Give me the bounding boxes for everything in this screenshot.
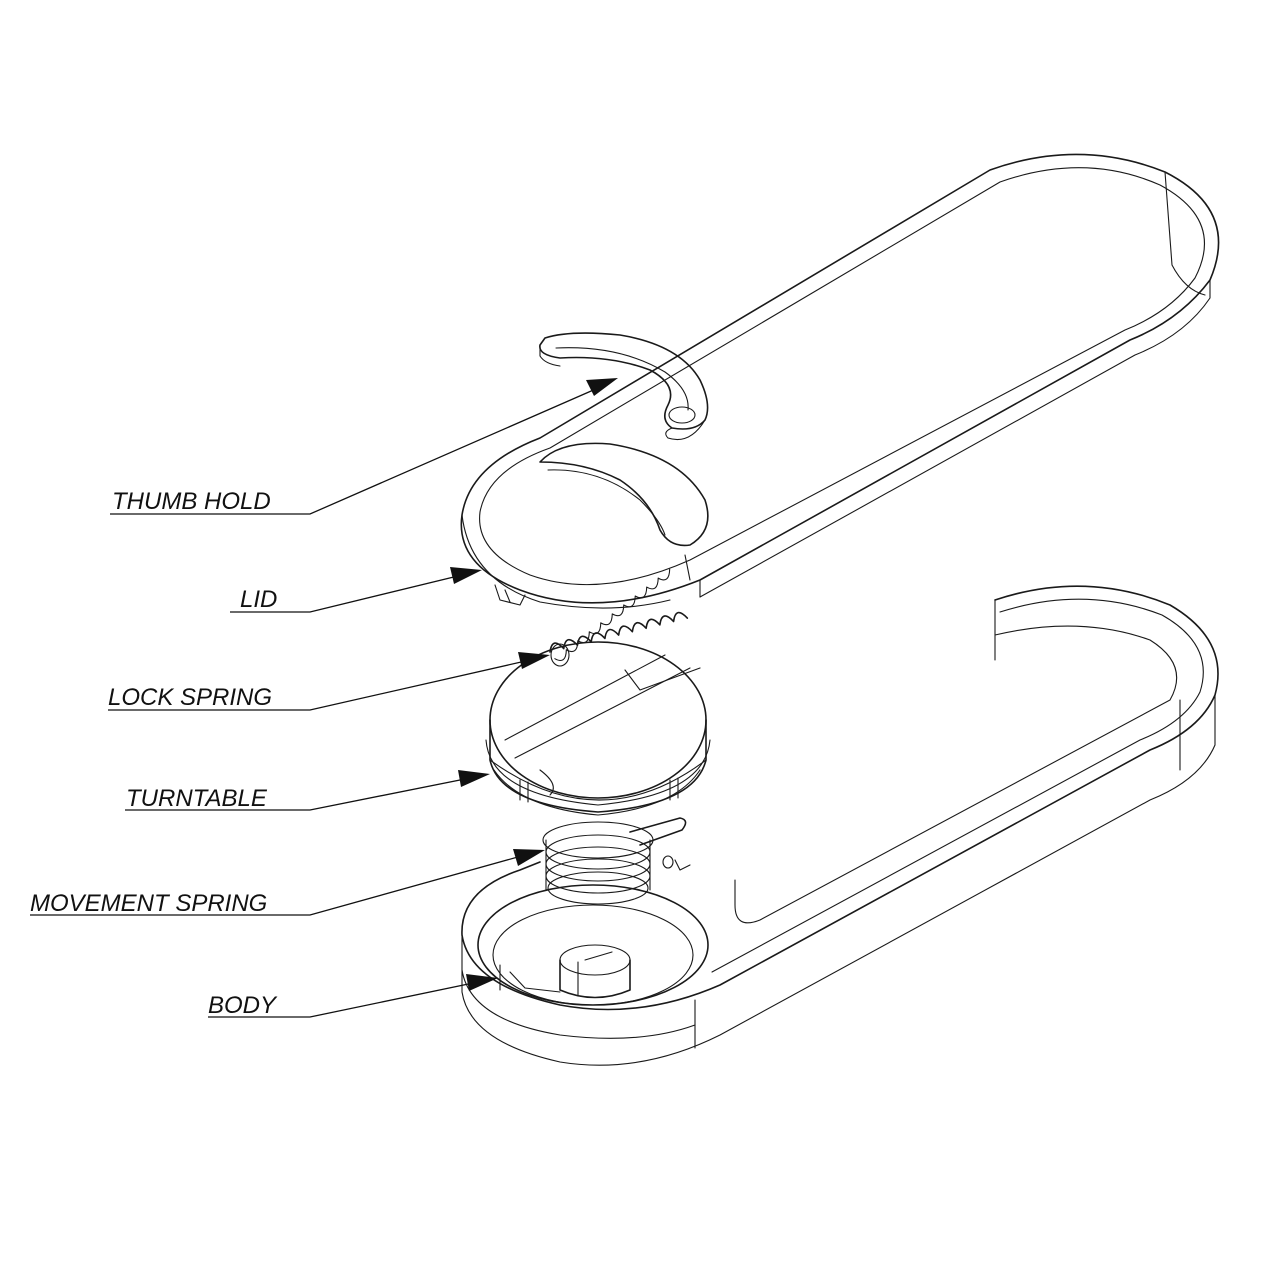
leader-thumb-hold xyxy=(110,378,618,515)
lock-spring-part xyxy=(549,568,689,667)
label-body: BODY xyxy=(208,992,278,1019)
lid-part xyxy=(460,153,1220,609)
label-movement-spring: MOVEMENT SPRING xyxy=(30,890,267,917)
label-lock-spring: LOCK SPRING xyxy=(108,684,272,711)
leader-turntable xyxy=(125,770,490,811)
body-part xyxy=(461,585,1219,1066)
label-thumb-hold: THUMB HOLD xyxy=(112,488,271,515)
leader-lock-spring xyxy=(108,652,550,711)
leader-movement-spring xyxy=(30,849,545,916)
label-turntable: TURNTABLE xyxy=(126,785,268,812)
leader-lid xyxy=(230,567,482,613)
movement-spring-part xyxy=(542,817,687,905)
label-lid: LID xyxy=(240,586,277,613)
leader-body xyxy=(208,974,498,1018)
thumb-hold-part xyxy=(539,332,709,441)
turntable-part xyxy=(485,641,711,816)
